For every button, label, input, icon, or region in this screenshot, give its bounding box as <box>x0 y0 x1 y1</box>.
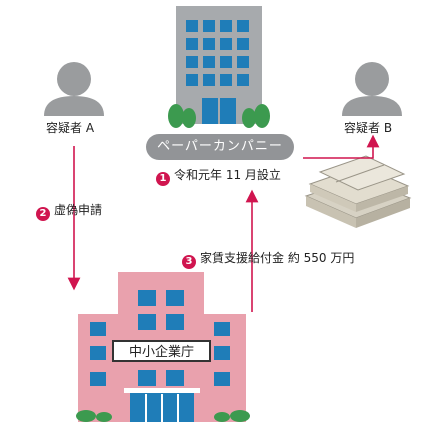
step1-caption: 1 令和元年 11 月設立 <box>156 167 281 186</box>
suspect-a-label: 容疑者 A <box>46 121 95 135</box>
agency-label: 中小企業庁 <box>112 340 211 362</box>
money-stack-icon <box>304 155 412 228</box>
step3-number: 3 <box>182 255 196 269</box>
step2-caption: 2 虚偽申請 <box>36 202 102 221</box>
step1-text: 令和元年 11 月設立 <box>174 168 281 182</box>
step1-number: 1 <box>156 172 170 186</box>
arrow-funds-to-suspect-b <box>303 134 380 159</box>
suspect-b-label: 容疑者 B <box>344 121 393 135</box>
suspect-b-person-icon <box>342 62 402 116</box>
step3-text: 家賃支援給付金 約 550 万円 <box>200 251 355 265</box>
paper-company-building-icon <box>168 6 270 128</box>
suspect-a-person-icon <box>44 62 104 116</box>
paper-company-label: ペーパーカンパニー <box>146 134 294 160</box>
step3-caption: 3 家賃支援給付金 約 550 万円 <box>182 250 354 269</box>
step2-number: 2 <box>36 207 50 221</box>
step2-text: 虚偽申請 <box>54 203 103 217</box>
